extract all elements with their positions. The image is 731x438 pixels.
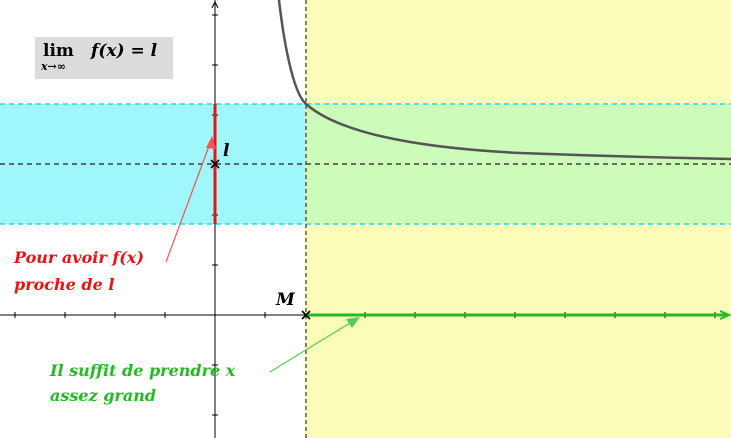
green-note-line1: Il suffit de prendre x <box>50 361 236 380</box>
red-pointer-head <box>206 136 216 149</box>
lim-subscript: x→∞ <box>41 60 66 73</box>
green-arrowhead <box>719 310 731 320</box>
red-pointer-line <box>165 137 213 263</box>
green-note-line2: assez grand <box>50 386 157 405</box>
red-note-line2: proche de l <box>14 275 115 294</box>
red-note-line1: Pour avoir f(x) <box>14 248 144 267</box>
label-M: M <box>276 290 295 310</box>
limit-expression: f(x) = l <box>91 41 158 61</box>
limit-formula-box: lim x→∞ f(x) = l <box>35 37 173 79</box>
green-pointer-line <box>269 317 359 373</box>
l-point-marker <box>210 159 220 169</box>
m-point-marker <box>301 310 311 320</box>
lim-word: lim <box>43 41 74 61</box>
function-curve <box>277 0 731 161</box>
y-axis-arrow <box>211 0 219 9</box>
label-l: l <box>223 141 230 161</box>
green-pointer-head <box>346 317 360 328</box>
